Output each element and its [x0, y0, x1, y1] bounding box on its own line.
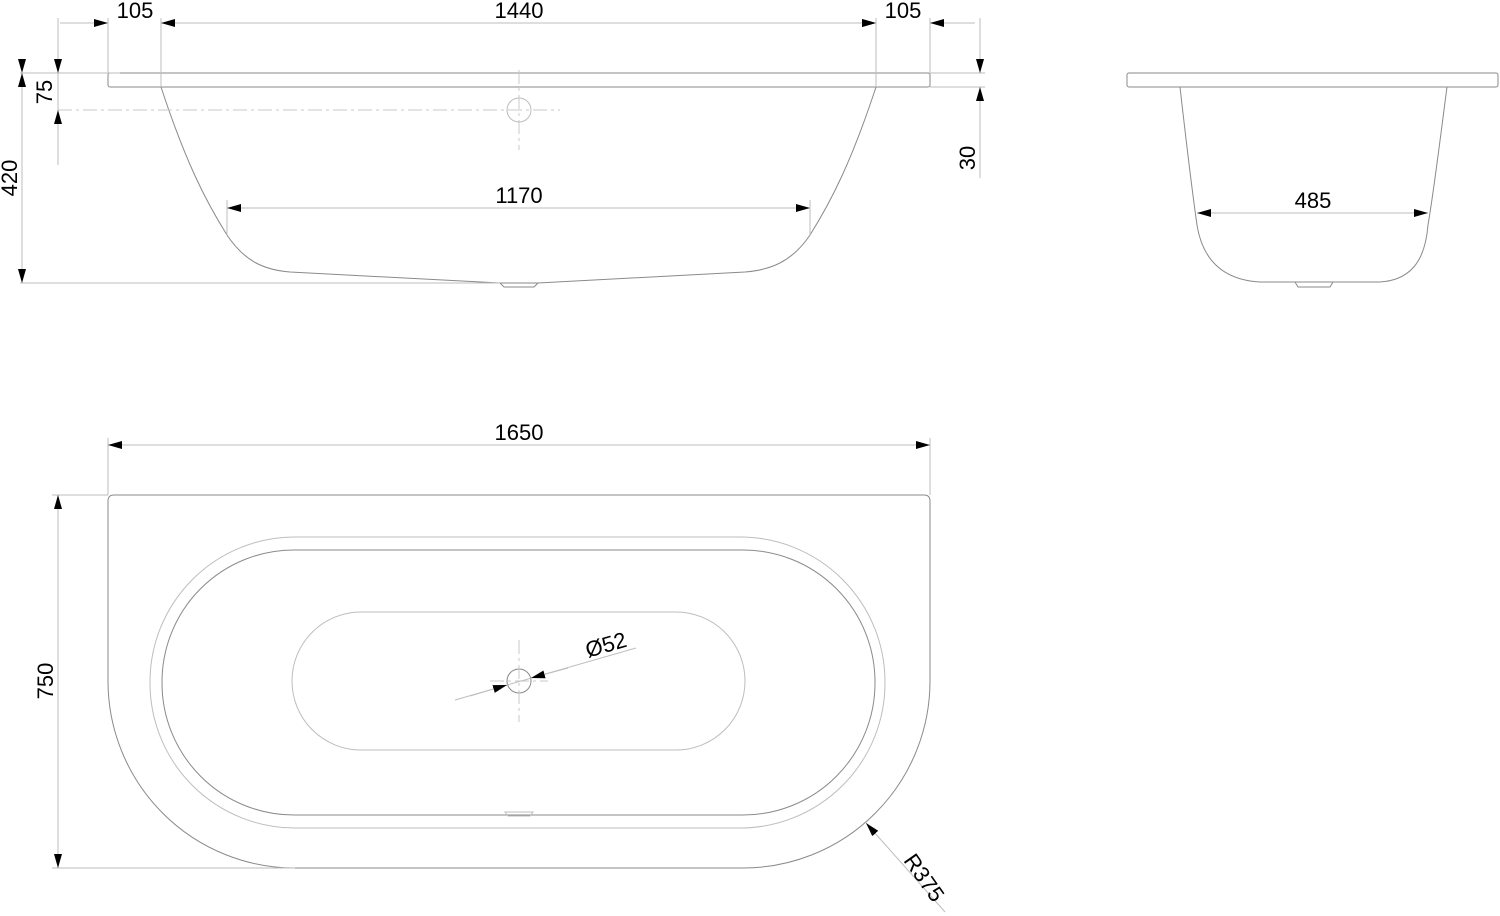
drain-outlet-side — [499, 282, 539, 288]
dim-rim-left: 105 — [117, 0, 154, 23]
dim-rim-thickness: 30 — [955, 146, 980, 170]
rim-end — [1126, 72, 1499, 88]
dim-rim-right: 105 — [885, 0, 922, 23]
dim-total-width: 750 — [33, 663, 58, 700]
dim-total-height: 420 — [0, 160, 22, 197]
basin-edge — [161, 549, 876, 816]
dim-bottom-length: 1170 — [495, 183, 542, 208]
dim-bottom-width: 485 — [1295, 188, 1332, 213]
dim-inner-length: 1440 — [495, 0, 544, 23]
tub-body-end — [1179, 86, 1448, 283]
rim-inner-edge — [149, 536, 886, 829]
dim-corner-radius: R375 — [899, 849, 950, 906]
tub-body-side — [160, 86, 877, 284]
top-view: Ø52 1650 750 R375 — [33, 420, 950, 913]
side-view: 105 1440 105 75 420 30 1170 — [0, 0, 985, 288]
dim-total-length: 1650 — [495, 420, 544, 445]
basin-floor — [291, 611, 746, 751]
tub-outline-top — [107, 494, 931, 869]
end-view: 485 — [1126, 72, 1499, 288]
dim-drain-diameter: Ø52 — [582, 627, 629, 662]
dim-overflow-height: 75 — [32, 80, 57, 104]
